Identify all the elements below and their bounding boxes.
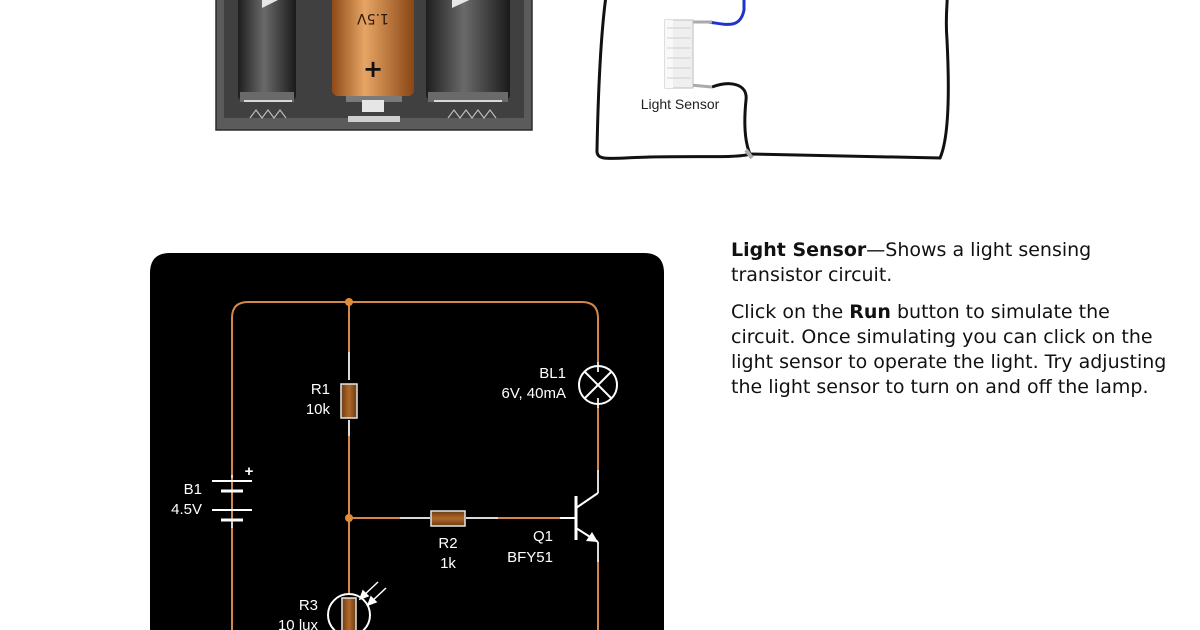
cell-polarity-label: + <box>363 55 383 83</box>
ldr-r3[interactable]: R3 10 lux <box>278 581 387 630</box>
wire-blue <box>707 0 746 26</box>
cell-voltage-label: 1.5V <box>357 10 389 26</box>
battery-cell-middle: 1.5V + <box>332 0 414 122</box>
instructions-after: button to simulate the circuit. Once sim… <box>731 301 1167 398</box>
r2-value: 1k <box>440 555 456 572</box>
breadboard-wiring: Light Sensor <box>595 0 950 160</box>
battery-cell-right <box>426 0 510 119</box>
spring-right <box>447 109 497 119</box>
description-intro: Light Sensor—Shows a light sensing trans… <box>731 238 1171 288</box>
junction-top <box>345 298 353 306</box>
lamp-bl1: BL1 6V, 40mA <box>502 365 618 405</box>
wire-black-loop <box>595 0 950 160</box>
light-sensor-label: Light Sensor <box>641 96 720 112</box>
cell-nub <box>362 100 384 112</box>
cell-terminal-arrow-right <box>452 0 470 8</box>
r2-ref: R2 <box>438 535 457 552</box>
transistor-q1: Q1 BFY51 <box>507 492 599 566</box>
lamp-value: 6V, 40mA <box>502 385 567 402</box>
schematic-background <box>150 253 664 630</box>
b1-polarity: + <box>245 463 254 480</box>
r3-value: 10 lux <box>278 617 319 630</box>
b1-value: 4.5V <box>171 501 202 518</box>
b1-ref: B1 <box>184 481 202 498</box>
lamp-ref: BL1 <box>539 365 566 382</box>
junction-dots <box>345 298 353 522</box>
spring-left <box>249 109 287 119</box>
description: Light Sensor—Shows a light sensing trans… <box>731 238 1171 412</box>
r3-ref: R3 <box>299 597 318 614</box>
description-title: Light Sensor <box>731 239 867 261</box>
light-sensor-component[interactable] <box>664 19 694 89</box>
q1-ref: Q1 <box>533 528 553 545</box>
battery-cell-left <box>238 0 296 119</box>
instructions-before: Click on the <box>731 301 850 323</box>
r1-ref: R1 <box>311 381 330 398</box>
wire-sensor-leg-bottom <box>689 83 713 89</box>
light-arrows-icon <box>358 581 387 607</box>
q1-value: BFY51 <box>507 549 553 566</box>
cell-terminal-arrow-left <box>262 0 278 8</box>
description-title-suffix: —Shows a light sensing transistor circui… <box>731 239 1092 286</box>
battery-b1: + B1 4.5V <box>171 463 254 522</box>
junction-middle <box>345 514 353 522</box>
resistor-r2: R2 1k <box>430 510 466 572</box>
resistor-r1: R1 10k <box>306 381 358 419</box>
wire-black-sensor-lower <box>711 82 752 155</box>
schematic-panel: BL1 6V, 40mA R1 10k + B1 4.5V R2 1k <box>150 253 664 630</box>
description-instructions: Click on the Run button to simulate the … <box>731 300 1171 400</box>
r1-value: 10k <box>306 401 331 418</box>
emitter-arrow <box>586 532 598 542</box>
run-keyword: Run <box>849 301 891 323</box>
battery-holder: 1.5V + <box>215 0 533 131</box>
